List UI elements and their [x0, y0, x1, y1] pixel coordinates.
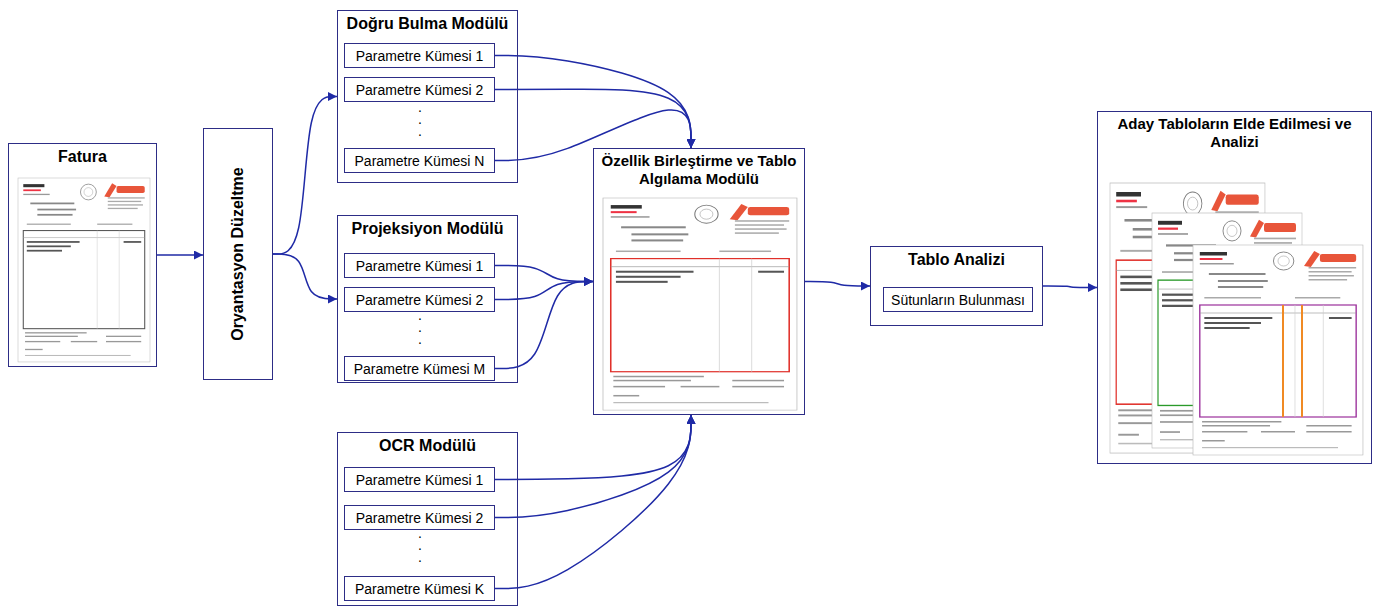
parameter-box: Parametre Kümesi 1 [344, 253, 495, 278]
ellipsis-dot: . [410, 333, 430, 345]
parameter-box: Parametre Kümesi K [344, 576, 495, 601]
arrow-connector [495, 282, 593, 369]
node-title: Tablo Analizi [871, 247, 1042, 269]
input-box: Fatura [8, 143, 157, 367]
module-box: Tablo AnaliziSütunların Bulunması [870, 246, 1043, 326]
invoice-thumbnail [18, 178, 150, 362]
invoice-thumbnail [1193, 245, 1363, 455]
node-title: Projeksiyon Modülü [338, 216, 517, 238]
ellipsis-dot: . [410, 309, 430, 321]
module-box: Özellik Birleştirme ve Tablo Algılama Mo… [593, 148, 805, 415]
arrow-connector [1043, 286, 1097, 288]
node-title: OCR Modülü [338, 433, 517, 455]
box-label: Parametre Kümesi 1 [356, 472, 484, 488]
module-box: Doğru Bulma ModülüParametre Kümesi 1 Para… [337, 10, 518, 183]
arrow-connector [495, 282, 593, 300]
box-label: Parametre Kümesi 1 [356, 48, 484, 64]
node-title: Aday Tabloların Elde Edilmesi ve Analizi [1098, 112, 1371, 151]
arrow-connector [495, 415, 691, 589]
box-label: Parametre Kümesi 2 [356, 510, 484, 526]
arrow-connector [495, 89, 691, 148]
box-label: Parametre Kümesi N [355, 153, 485, 169]
parameter-box: Parametre Kümesi N [344, 148, 495, 173]
node-title: Doğru Bulma Modülü [338, 11, 517, 33]
column-line [1301, 305, 1303, 417]
box-label: Sütunların Bulunması [891, 292, 1025, 308]
ellipsis-dot: . [410, 321, 430, 333]
box-label: Parametre Kümesi M [354, 361, 485, 377]
ellipsis-dot: . [410, 551, 430, 563]
output-box: Aday Tabloların Elde Edilmesi ve Analizi [1097, 111, 1372, 464]
arrow-connector [273, 97, 337, 255]
process-box: Sütunların Bulunması [883, 287, 1033, 312]
node-title: Oryantasyon Düzeltme [229, 167, 247, 340]
arrow-connector [273, 254, 337, 299]
ellipsis-dot: . [410, 101, 430, 113]
parameter-box: Parametre Kümesi 2 [344, 77, 495, 102]
process-box: Oryantasyon Düzeltme [203, 128, 273, 380]
box-label: Parametre Kümesi K [355, 581, 484, 597]
box-label: Parametre Kümesi 2 [356, 292, 484, 308]
node-title: Özellik Birleştirme ve Tablo Algılama Mo… [594, 149, 804, 188]
column-line [1282, 305, 1284, 417]
parameter-box: Parametre Kümesi 1 [344, 467, 495, 492]
arrow-connector [495, 56, 691, 149]
arrow-connector [157, 254, 203, 256]
ellipsis-dot: . [410, 125, 430, 137]
parameter-box: Parametre Kümesi M [344, 356, 495, 381]
invoice-thumbnail [603, 198, 797, 410]
arrow-connector [495, 415, 691, 480]
ellipsis-dot: . [410, 527, 430, 539]
arrow-connector [495, 266, 593, 282]
arrow-connector [805, 282, 870, 287]
box-label: Parametre Kümesi 2 [356, 82, 484, 98]
module-box: Projeksiyon ModülüParametre Kümesi 1 Para… [337, 215, 518, 383]
module-box: OCR ModülüParametre Kümesi 1 Parametre Kü… [337, 432, 518, 606]
ellipsis-dot: . [410, 113, 430, 125]
node-title: Fatura [9, 144, 156, 166]
parameter-box: Parametre Kümesi 1 [344, 43, 495, 68]
arrow-connector [495, 415, 691, 518]
ellipsis-dot: . [410, 539, 430, 551]
box-label: Parametre Kümesi 1 [356, 258, 484, 274]
